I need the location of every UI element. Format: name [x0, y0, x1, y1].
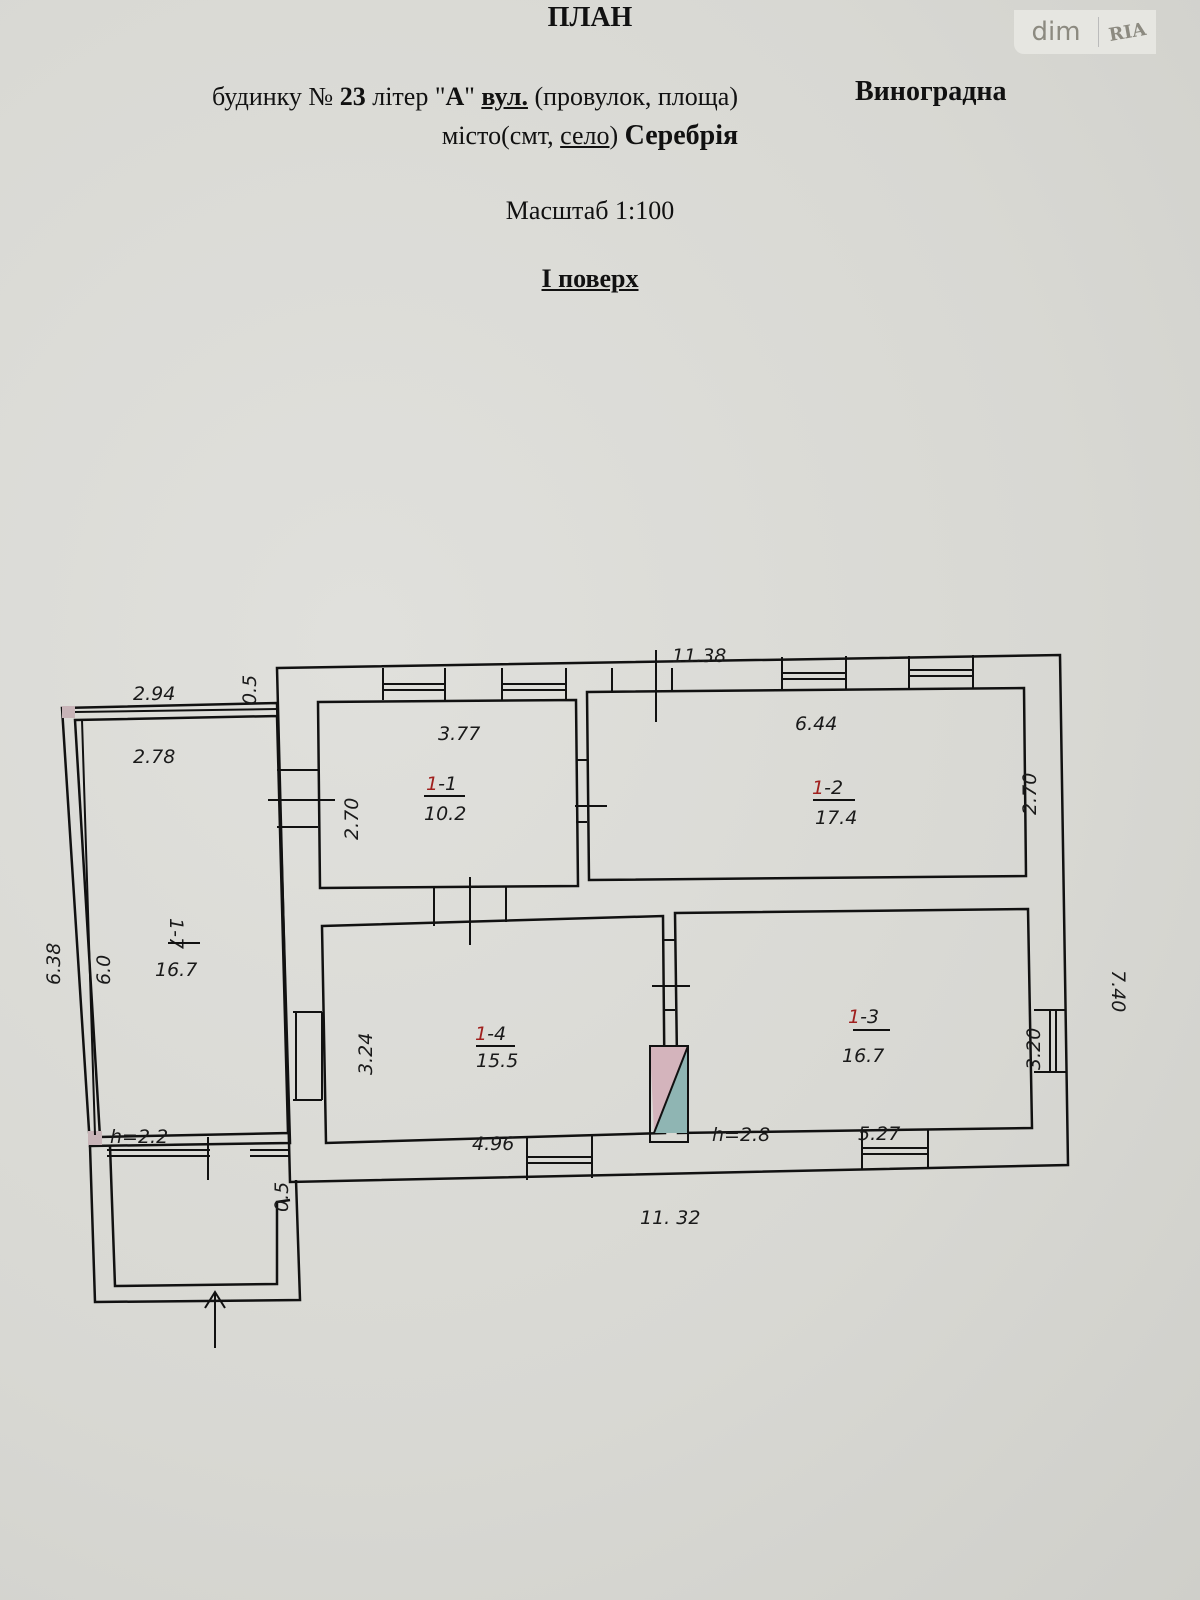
- room-number-prefix: 1: [475, 1023, 487, 1045]
- room-number-suffix: -1: [438, 773, 457, 795]
- room-label-1-2: 1-2 17.4: [812, 777, 857, 829]
- room-label-1-1: 1-1 10.2: [424, 773, 466, 825]
- room-label-1-3: 1-3 16.7: [842, 1006, 890, 1067]
- house-prefix: будинку №: [212, 82, 340, 111]
- dim-top-total: 11.38: [672, 645, 726, 667]
- main-building-walls: [275, 653, 1070, 1184]
- dim-room-1-2-depth: 2.70: [1019, 773, 1041, 815]
- doors: [207, 650, 690, 1180]
- svg-text:1-2: 1-2: [812, 777, 843, 799]
- letter-prefix: літер ": [365, 82, 446, 111]
- city-prefix: місто(смт,: [441, 121, 561, 150]
- street-name: Виноградна: [855, 76, 1007, 107]
- porch-walls: [88, 1145, 302, 1304]
- dim-bottom-total: 11. 32: [640, 1207, 700, 1229]
- svg-text:1-1: 1-1: [426, 773, 457, 795]
- room-number-suffix: 1-7: [165, 918, 187, 949]
- city-type: село: [560, 121, 610, 150]
- svg-text:1-3: 1-3: [848, 1006, 879, 1028]
- room-label-1-4: 1-4 15.5: [475, 1023, 518, 1072]
- veranda-glazing: [74, 708, 278, 713]
- house-height: h=2.8: [712, 1124, 770, 1146]
- dim-room-1-4-width: 4.96: [472, 1133, 514, 1155]
- room-number-prefix: 1: [848, 1006, 860, 1028]
- veranda-glazing: [81, 719, 96, 1136]
- city-suffix: ): [609, 121, 625, 150]
- city-name: Серебрія: [624, 120, 739, 151]
- dim-room-1-4-depth: 3.24: [355, 1033, 377, 1075]
- dim-room-1-3-width: 5.27: [858, 1123, 900, 1145]
- room-number-prefix: 1: [812, 777, 824, 799]
- room-area: 15.5: [476, 1050, 518, 1072]
- veranda-height: h=2.2: [110, 1126, 168, 1148]
- scale-label: Масштаб 1:100: [505, 196, 675, 225]
- house-letter: А: [445, 82, 465, 111]
- dim-room-1-1-depth: 2.70: [341, 798, 363, 840]
- dim-veranda-inner-width: 2.78: [133, 746, 175, 768]
- room-number-suffix: -2: [824, 777, 843, 799]
- room-area: 10.2: [424, 803, 466, 825]
- room-number-suffix: -3: [860, 1006, 879, 1028]
- room-number-suffix: -4: [487, 1023, 506, 1045]
- street-type: вул.: [481, 82, 528, 111]
- watermark-dim: dim: [1014, 17, 1099, 47]
- floor-label: І поверх: [541, 264, 639, 293]
- svg-text:1-4: 1-4: [475, 1023, 506, 1045]
- veranda-corner: [88, 1131, 102, 1145]
- house-number: 23: [339, 82, 366, 111]
- page-title: ПЛАН: [547, 2, 633, 33]
- letter-suffix: ": [464, 82, 482, 111]
- entrance-arrow-icon: [204, 1290, 226, 1348]
- dim-wall-top: 0.5: [239, 675, 261, 705]
- room-area: 17.4: [815, 807, 857, 829]
- dim-right-total: 7.40: [1107, 970, 1129, 1012]
- stove: [649, 1045, 689, 1143]
- address-line: будинку № 23 літер "А" вул. (провулок, п…: [0, 82, 1075, 112]
- windows: [107, 655, 1066, 1180]
- dim-wall-bottom: 0.5: [271, 1182, 293, 1212]
- dim-room-1-2-width: 6.44: [795, 713, 837, 735]
- room-label-1-7: 1-7 16.7: [155, 918, 200, 981]
- dim-room-1-3-depth: 3.20: [1023, 1028, 1045, 1070]
- dim-veranda-inner-length: 6.0: [93, 955, 115, 985]
- room-number-prefix: 1: [426, 773, 438, 795]
- room-area: 16.7: [842, 1045, 884, 1067]
- dim-veranda-outer-width: 2.94: [133, 683, 175, 705]
- veranda-corner: [62, 706, 75, 718]
- street-type-options: (провулок, площа): [527, 82, 738, 111]
- dim-ria-watermark: dim RIA: [1014, 10, 1156, 54]
- dim-room-1-1-width: 3.77: [438, 723, 480, 745]
- city-line: місто(смт, село) Серебрія: [0, 120, 1190, 152]
- dim-veranda-outer-length: 6.38: [43, 943, 65, 985]
- room-area: 16.7: [155, 959, 197, 981]
